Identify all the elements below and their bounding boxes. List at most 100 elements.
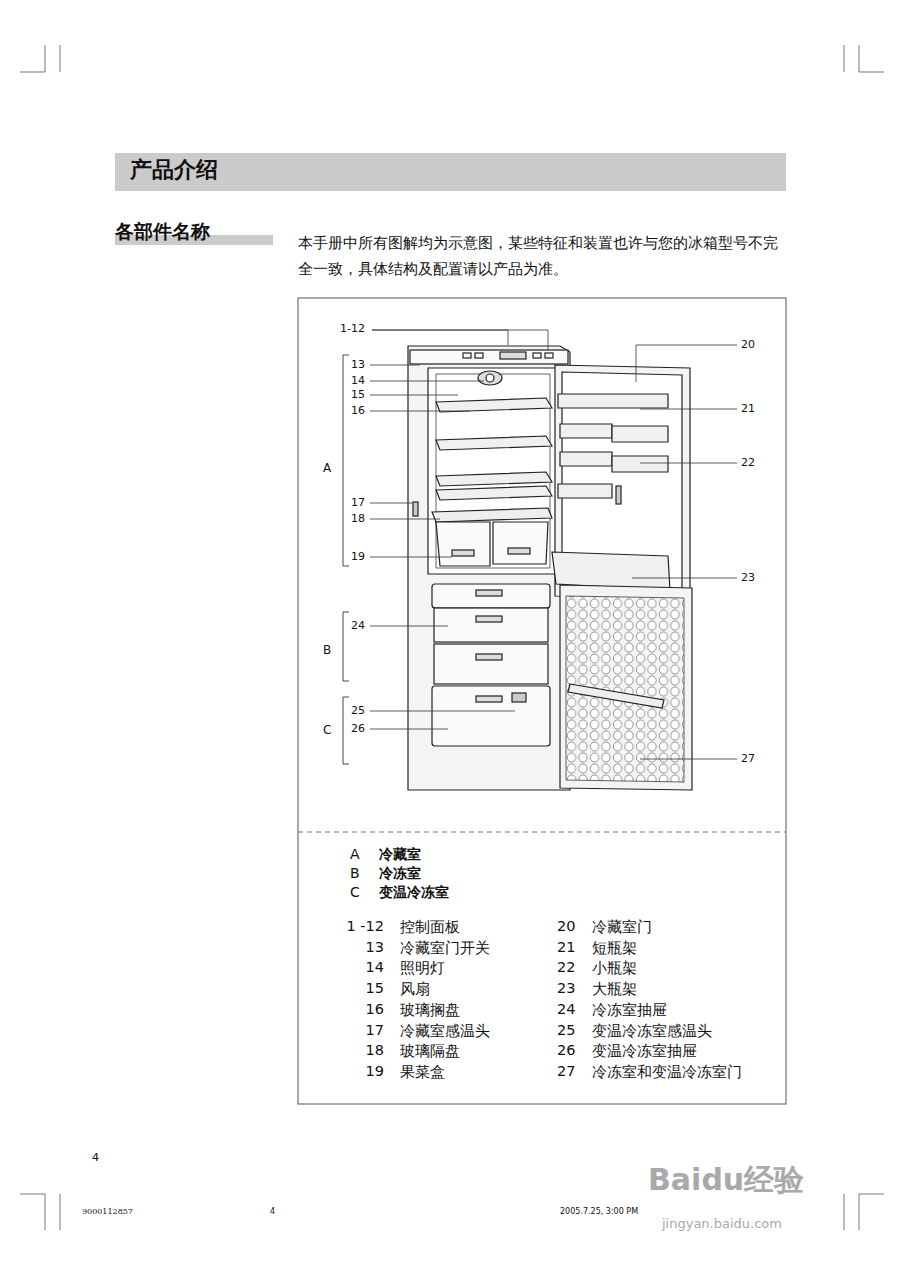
leader-lines [370,519,440,520]
leader-lines [370,381,484,382]
part-name: 冷冻室和变温冷冻室门 [592,1063,742,1081]
fridge-door [558,394,668,408]
fridge-cabinet [432,686,550,746]
part-name: 冷冻室抽屉 [592,1001,667,1019]
page-number: 4 [92,1151,99,1164]
crop-marks [20,1194,60,1230]
part-name: 小瓶架 [592,959,637,977]
part-number: 1 -12 [324,918,384,935]
fridge-cabinet [500,352,526,359]
fridge-cabinet [545,353,553,358]
callout-number: 14 [351,374,365,387]
leader-lines [636,345,737,382]
header-bar [115,153,786,191]
compartment-letter: B [323,643,331,657]
fridge-cabinet [408,346,570,790]
leader-lines [640,409,737,410]
callout-number: 1-12 [340,322,365,335]
fridge-door [612,426,668,442]
fridge-cabinet [512,693,526,702]
part-number: 19 [324,1063,384,1080]
part-name: 变温冷冻室抽屉 [592,1042,697,1060]
compartment-letter: A [323,461,331,475]
fridge-cabinet [493,522,548,564]
fridge-cabinet [508,548,530,554]
brackets [343,612,349,681]
legend-name: 冷藏室 [379,846,421,863]
fridge-cabinet [410,350,568,364]
part-name: 冷藏室门 [592,918,652,936]
part-number: 23 [557,980,575,997]
fridge-cabinet [476,590,502,596]
fridge-door [552,552,670,590]
callout-number: 24 [351,619,365,632]
fridge-cabinet [475,353,483,358]
part-number: 16 [324,1001,384,1018]
fridge-cabinet [436,522,490,566]
section-heading: 各部件名称 [115,220,210,243]
part-number: 14 [324,959,384,976]
fridge-door [552,365,690,598]
part-name: 冷藏室门开关 [400,939,490,957]
fridge-cabinet [434,644,548,684]
callout-number: 20 [741,338,755,351]
callout-number: 23 [741,571,755,584]
fridge-cabinet [434,608,548,642]
leader-lines [640,463,737,464]
part-number: 25 [557,1022,575,1039]
leader-lines [370,729,448,730]
leader-lines [370,365,420,366]
leader-lines [370,395,458,396]
fridge-cabinet [432,584,550,608]
part-number: 26 [557,1042,575,1059]
part-name: 照明灯 [400,959,445,977]
leader-lines [370,330,737,759]
crop-marks [844,1194,884,1230]
freezer-door [566,596,684,782]
fridge-door [558,484,612,498]
crop-marks [20,45,60,72]
fridge-cabinet [436,398,552,412]
leader-lines [640,759,737,760]
part-name: 玻璃隔盘 [400,1042,460,1060]
callout-number: 27 [741,752,755,765]
part-name: 大瓶架 [592,980,637,998]
freezer-door [568,684,664,708]
callout-number: 17 [351,496,365,509]
fridge-cabinet [432,508,552,522]
leader-lines [370,503,412,504]
part-number: 21 [557,939,575,956]
legend-letter: A [350,846,360,863]
leader-lines [372,330,548,350]
legend-letter: B [350,865,360,882]
watermark-url: jingyan.baidu.com [662,1216,782,1232]
intro-text: 本手册中所有图解均为示意图，某些特征和装置也许与您的冰箱型号不完全一致，具体结构… [298,230,792,282]
fridge-cabinet [476,696,502,702]
leader-lines [370,411,470,412]
legend-name: 冷冻室 [379,865,421,882]
part-number: 24 [557,1001,575,1018]
fridge-door [616,486,621,504]
footer-page: 4 [270,1207,275,1217]
figure-frame [298,298,786,1104]
part-name: 果菜盒 [400,1063,445,1081]
part-number: 17 [324,1022,384,1039]
callout-number: 26 [351,722,365,735]
fridge-cabinet [436,472,552,486]
fridge-cabinet [476,654,502,660]
callout-number: 13 [351,358,365,371]
brackets [343,697,349,764]
dashed-divider [298,832,786,833]
part-name: 玻璃搁盘 [400,1001,460,1019]
crop-marks [20,45,884,1230]
footer-date: 2005.7.25, 3:00 PM [560,1207,638,1217]
fridge-cabinet [436,436,552,450]
part-number: 18 [324,1042,384,1059]
legend-name: 变温冷冻室 [379,884,449,901]
part-number: 13 [324,939,384,956]
callout-number: 21 [741,402,755,415]
fridge-door [612,456,668,472]
legend-letter: C [350,884,360,901]
part-name: 冷藏室感温头 [400,1022,490,1040]
